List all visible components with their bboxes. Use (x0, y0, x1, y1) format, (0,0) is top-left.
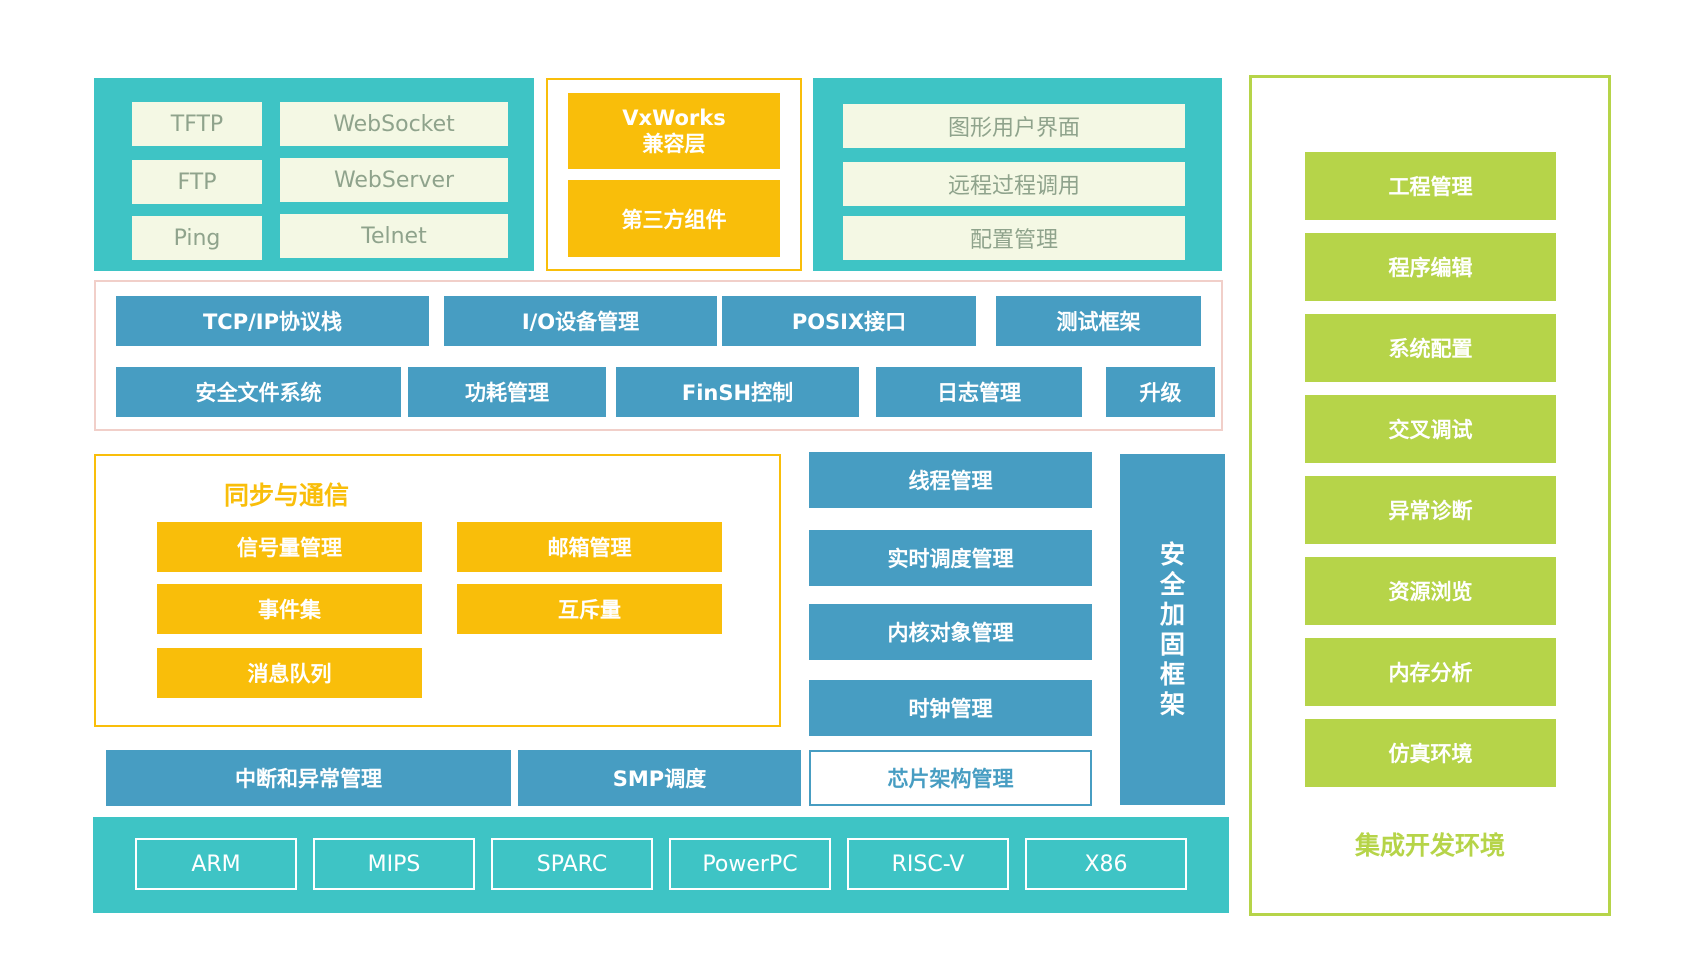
architecture-panel: ARM MIPS SPARC PowerPC RISC-V X86 (93, 817, 1229, 913)
vxworks-compat-label: 兼容层 (642, 132, 706, 156)
compat-panel: VxWorks 兼容层 第三方组件 (546, 78, 802, 271)
arch-riscv: RISC-V (847, 838, 1009, 890)
security-char-1: 安 (1159, 539, 1185, 569)
kernel-object: 内核对象管理 (809, 604, 1092, 660)
network-services-panel: TFTP WebSocket FTP WebServer Ping Telnet (94, 78, 534, 271)
service-rpc: 远程过程调用 (843, 162, 1185, 206)
arch-mips: MIPS (313, 838, 475, 890)
ide-cross-debug: 交叉调试 (1305, 395, 1556, 463)
component-tcpip: TCP/IP协议栈 (116, 296, 429, 346)
service-config-mgmt: 配置管理 (843, 216, 1185, 260)
component-io: I/O设备管理 (444, 296, 717, 346)
smp-scheduling: SMP调度 (518, 750, 801, 806)
vxworks-compat-box: VxWorks 兼容层 (568, 93, 780, 169)
interrupt-exception-mgmt: 中断和异常管理 (106, 750, 511, 806)
ide-title: 集成开发环境 (1354, 831, 1505, 860)
service-webserver: WebServer (280, 158, 508, 202)
component-finsh: FinSH控制 (616, 367, 859, 417)
service-gui: 图形用户界面 (843, 104, 1185, 148)
security-char-3: 加 (1159, 599, 1185, 629)
sync-message-queue: 消息队列 (157, 648, 422, 698)
security-char-2: 全 (1159, 569, 1185, 599)
third-party-box: 第三方组件 (568, 180, 780, 257)
security-char-5: 框 (1159, 659, 1185, 689)
sync-mutex: 互斥量 (457, 584, 722, 634)
arch-sparc: SPARC (491, 838, 653, 890)
ui-services-panel: 图形用户界面 远程过程调用 配置管理 (813, 78, 1222, 271)
component-upgrade: 升级 (1106, 367, 1215, 417)
ide-simulation-env: 仿真环境 (1305, 719, 1556, 787)
sync-event-set: 事件集 (157, 584, 422, 634)
sync-panel (94, 454, 781, 727)
component-log: 日志管理 (876, 367, 1082, 417)
security-framework: 安 全 加 固 框 架 (1120, 454, 1225, 805)
chip-arch-mgmt: 芯片架构管理 (809, 750, 1092, 806)
arch-x86: X86 (1025, 838, 1187, 890)
sync-mailbox: 邮箱管理 (457, 522, 722, 572)
security-char-6: 架 (1159, 689, 1185, 719)
ide-panel (1249, 75, 1611, 916)
ide-project-mgmt: 工程管理 (1305, 152, 1556, 220)
component-test: 测试框架 (996, 296, 1201, 346)
service-telnet: Telnet (280, 214, 508, 258)
component-posix: POSIX接口 (722, 296, 976, 346)
component-secure-fs: 安全文件系统 (116, 367, 401, 417)
ide-resource-browse: 资源浏览 (1305, 557, 1556, 625)
components-panel (94, 280, 1223, 431)
arch-arm: ARM (135, 838, 297, 890)
ide-memory-analysis: 内存分析 (1305, 638, 1556, 706)
kernel-scheduler: 实时调度管理 (809, 530, 1092, 586)
component-power: 功耗管理 (408, 367, 606, 417)
ide-system-config: 系统配置 (1305, 314, 1556, 382)
vxworks-label: VxWorks (622, 106, 726, 130)
sync-title: 同步与通信 (224, 481, 350, 510)
ide-program-edit: 程序编辑 (1305, 233, 1556, 301)
kernel-clock: 时钟管理 (809, 680, 1092, 736)
service-ftp: FTP (132, 160, 262, 204)
service-tftp: TFTP (132, 102, 262, 146)
arch-powerpc: PowerPC (669, 838, 831, 890)
security-char-4: 固 (1159, 629, 1185, 659)
kernel-thread: 线程管理 (809, 452, 1092, 508)
sync-semaphore: 信号量管理 (157, 522, 422, 572)
service-ping: Ping (132, 216, 262, 260)
ide-exception-diagnosis: 异常诊断 (1305, 476, 1556, 544)
service-websocket: WebSocket (280, 102, 508, 146)
